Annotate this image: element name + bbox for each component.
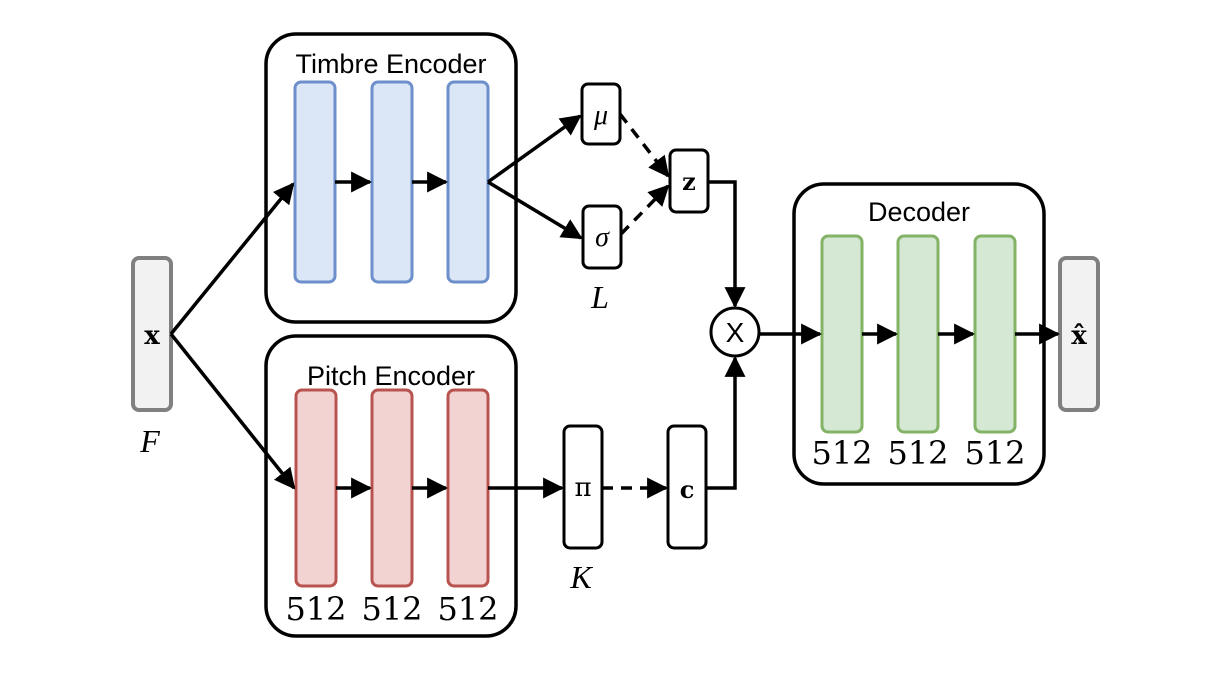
pitch-encoder-title: Pitch Encoder	[307, 361, 475, 391]
timbre-layer-2	[370, 80, 414, 284]
arrow-timbre-to-mu	[486, 114, 582, 184]
pitch-layer-3	[446, 388, 490, 588]
decoder-layer-1	[820, 234, 864, 434]
connections	[169, 112, 1061, 499]
decoder-layer-2	[896, 234, 940, 434]
input-dim-label: F	[139, 423, 160, 459]
pitch-layer-1-size: 512	[285, 590, 346, 628]
pitch-dim-label: K	[569, 559, 593, 595]
pitch-layer-2-size: 512	[361, 590, 422, 628]
pitch-layer-3-size: 512	[437, 590, 498, 628]
arrow-z-to-combine	[708, 180, 746, 309]
decoder-title: Decoder	[868, 197, 970, 227]
pi-symbol: π	[574, 473, 591, 503]
arrow-c-to-combine	[706, 355, 746, 490]
timbre-layer-3	[446, 80, 490, 284]
sigma-block	[581, 204, 623, 270]
arrow-timbre-to-sigma	[487, 180, 583, 240]
mu-symbol: μ	[593, 100, 608, 131]
pitch-layer-1	[294, 388, 338, 588]
timbre-layer-1	[293, 80, 337, 284]
output-symbol: x̂	[1071, 321, 1087, 351]
input-symbol: x	[144, 321, 160, 351]
arrow-input-to-timbre	[169, 182, 295, 336]
timbre-encoder-title: Timbre Encoder	[295, 49, 486, 79]
arrow-sigma-to-z	[619, 184, 670, 236]
pitch-layer-2	[370, 388, 414, 588]
sigma-symbol: σ	[595, 222, 610, 253]
z-symbol: z	[682, 167, 696, 196]
decoder-layer-1-size: 512	[811, 434, 872, 472]
decoder-layer-2-size: 512	[887, 434, 948, 472]
combine-symbol: X	[726, 317, 745, 348]
arrow-input-to-pitch	[169, 332, 296, 490]
decoder-layer-3-size: 512	[964, 434, 1025, 472]
latent-dim-label: L	[590, 279, 609, 315]
c-symbol: c	[680, 475, 695, 504]
arrow-mu-to-z	[618, 112, 670, 178]
decoder-layer-3	[973, 234, 1017, 434]
